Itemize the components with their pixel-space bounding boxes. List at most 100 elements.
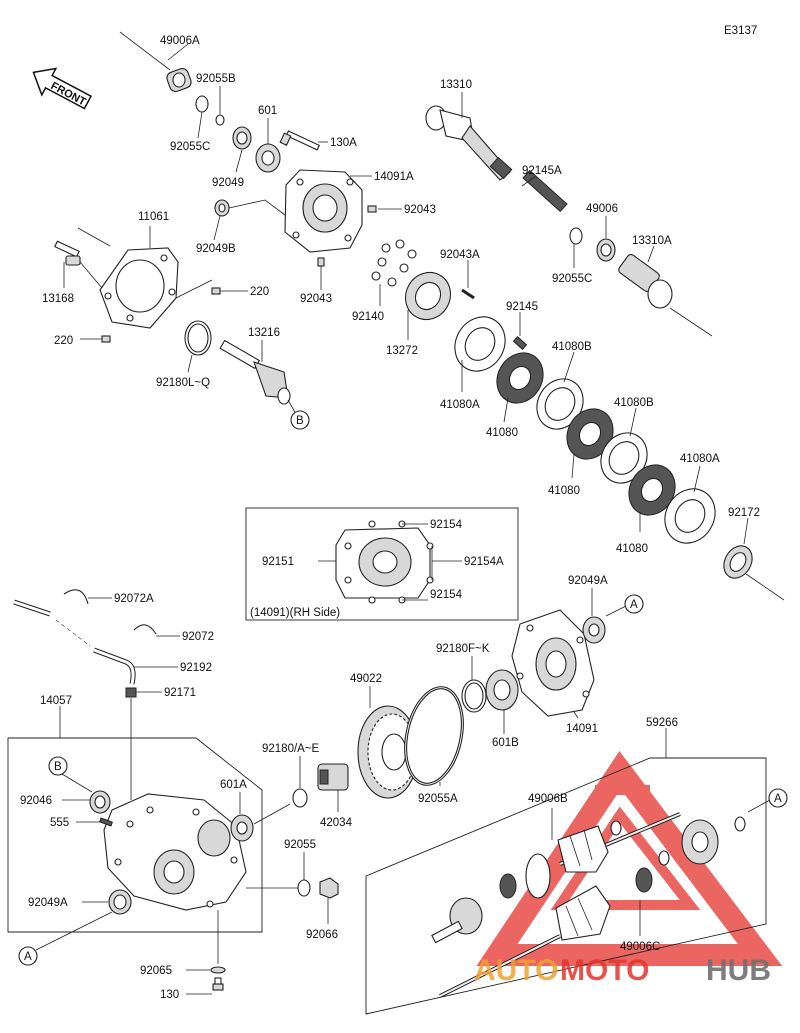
- part-label-13272: 13272: [386, 345, 418, 357]
- part-label-49022: 49022: [350, 673, 382, 685]
- screw-220-lower: [101, 335, 111, 343]
- shim-92180A-E: [292, 788, 308, 808]
- part-label-92154b: 92154: [430, 589, 463, 601]
- diagram-code: E3137: [724, 25, 757, 37]
- part-label-49006: 49006: [586, 203, 618, 215]
- part-label-92043a: 92043: [404, 204, 436, 216]
- part-label-92145: 92145: [506, 301, 538, 313]
- balls-92140: [371, 239, 417, 287]
- part-label-49006B: 49006B: [528, 793, 568, 805]
- part-label-601: 601: [258, 105, 277, 117]
- part-label-92171: 92171: [164, 687, 196, 699]
- part-label-13216: 13216: [248, 327, 280, 339]
- part-label-59266: 59266: [646, 717, 678, 729]
- plug-92066: [319, 877, 339, 899]
- friction-disc-41080-1: [496, 352, 544, 404]
- steel-plate-41080B-1: [536, 378, 584, 430]
- part-label-92172: 92172: [728, 507, 760, 519]
- part-label-92049A2: 92049A: [568, 575, 608, 587]
- inset-note: (14091)(RH Side): [250, 607, 340, 619]
- part-label-92055: 92055: [284, 839, 316, 851]
- seal-49006A: [119, 31, 192, 93]
- clutch-plate-41080A-2: [664, 488, 716, 544]
- oring-92055B: [215, 114, 225, 126]
- part-label-92180FK: 92180F~K: [436, 643, 490, 655]
- part-label-92072: 92072: [182, 631, 214, 643]
- ref-B-lower-label: B: [54, 761, 62, 773]
- part-label-41080Ab: 41080A: [680, 453, 720, 465]
- inset-box-rh-side: [245, 507, 519, 621]
- part-label-92049A: 92049A: [28, 897, 68, 909]
- pin-92043A: [461, 288, 475, 300]
- spring-92145: [512, 336, 528, 350]
- ref-A-upper-label: A: [630, 599, 638, 611]
- part-label-41080B2: 41080B: [614, 397, 654, 409]
- spacer-42034: [317, 763, 349, 791]
- part-label-14057: 14057: [40, 695, 72, 707]
- part-label-41080c: 41080: [616, 543, 648, 555]
- watermark-hub: HUB: [706, 954, 771, 987]
- part-label-601A: 601A: [220, 779, 247, 791]
- fitting-92171: [125, 687, 137, 698]
- part-label-41080a: 41080: [486, 427, 518, 439]
- part-label-92046: 92046: [20, 795, 52, 807]
- part-label-92180AE: 92180/A~E: [262, 743, 320, 755]
- part-label-92055Ca: 92055C: [552, 273, 592, 285]
- cage-right: [635, 867, 653, 893]
- snap-ring-right: [734, 816, 746, 832]
- watermark-moto: MOTO: [560, 954, 649, 987]
- pin-92043: [367, 205, 377, 213]
- seal-92172: [723, 545, 785, 601]
- part-label-92055B: 92055B: [196, 73, 236, 85]
- ref-A-left: [18, 946, 38, 966]
- part-label-14091A: 14091A: [374, 171, 414, 183]
- hose-92192: [13, 599, 136, 685]
- part-label-601B: 601B: [492, 737, 519, 749]
- part-label-13168: 13168: [42, 293, 74, 305]
- yoke-13310A: [618, 253, 713, 337]
- part-label-14091: 14091: [566, 723, 598, 735]
- cover-14091: [511, 609, 595, 717]
- part-label-92151: 92151: [262, 556, 294, 568]
- part-label-11061: 11061: [138, 211, 169, 223]
- part-label-220b: 220: [54, 335, 73, 347]
- oring-92055C-right: [569, 227, 583, 245]
- oring-92055C: [195, 95, 209, 113]
- ref-A-left-label: A: [24, 951, 32, 963]
- friction-disc-41080-3: [628, 464, 676, 516]
- watermark-text: AUTO MOTO HUB: [474, 954, 771, 987]
- pin-92043-lower: [317, 257, 325, 267]
- clamp-ring-left: [525, 853, 551, 899]
- part-label-92154A: 92154A: [464, 556, 504, 568]
- part-label-13310: 13310: [440, 79, 472, 91]
- diff-case-14057: [103, 793, 247, 911]
- part-label-92180LQ: 92180L~Q: [156, 377, 210, 389]
- breather-13168: [54, 240, 103, 289]
- clutch-plate-41080A-1: [454, 316, 506, 372]
- watermark-auto: AUTO: [474, 954, 558, 987]
- group-box-59266: [365, 757, 767, 1015]
- friction-disc-41080-2: [566, 408, 614, 460]
- gasket-11061: [99, 247, 179, 329]
- part-label-130A: 130A: [330, 137, 357, 149]
- clamp-92072: [133, 624, 157, 635]
- part-label-92066: 92066: [306, 929, 338, 941]
- ref-B-lower: [48, 756, 68, 776]
- ref-A-upper: [624, 594, 644, 614]
- cv-boot-right: [557, 825, 609, 873]
- part-label-92049: 92049: [212, 177, 244, 189]
- part-label-92065: 92065: [140, 965, 172, 977]
- part-label-92072A: 92072A: [114, 593, 154, 605]
- part-label-41080b: 41080: [548, 485, 580, 497]
- cage-left: [499, 873, 517, 899]
- part-label-555: 555: [50, 817, 69, 829]
- screw-220: [211, 287, 221, 295]
- part-label-49006A: 49006A: [160, 35, 200, 47]
- ref-A-right: [768, 788, 788, 808]
- part-label-220a: 220: [250, 286, 269, 298]
- part-label-41080B1: 41080B: [552, 341, 592, 353]
- part-label-13310A: 13310A: [632, 235, 672, 247]
- cv-joint-outer-right: [681, 819, 719, 865]
- part-label-42034: 42034: [320, 817, 353, 829]
